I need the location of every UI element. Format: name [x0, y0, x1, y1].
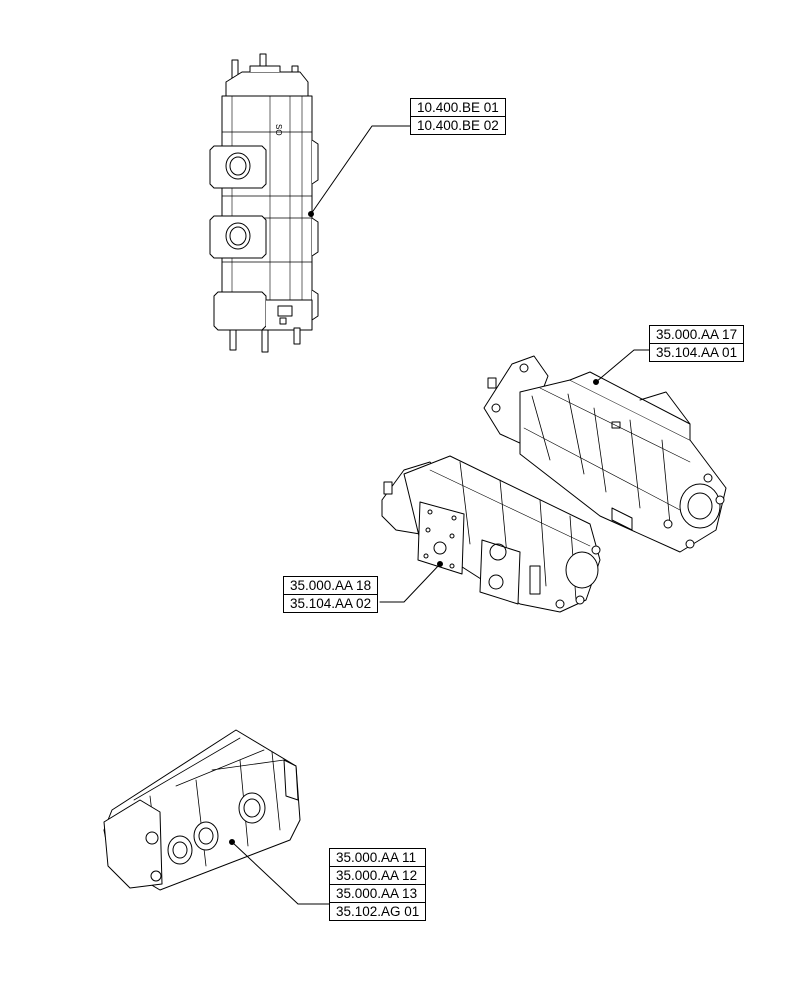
callout-ref-link[interactable]: 10.400.BE 01: [417, 100, 499, 115]
callout-ref-link[interactable]: 35.102.AG 01: [330, 902, 426, 920]
leader-dot-pump-3: [437, 561, 443, 567]
callout-ref-link[interactable]: 35.000.AA 17: [656, 327, 738, 342]
svg-text:SO: SO: [274, 124, 283, 136]
triple-pump-bottom-drawing: [103, 729, 301, 891]
callout-ref-link[interactable]: 35.000.AA 13: [330, 884, 426, 902]
leader-line-pump-3: [379, 563, 441, 603]
triple-pump-flange-drawing: [381, 455, 601, 613]
triple-pump-right-drawing: [483, 355, 727, 553]
callout-ref-link[interactable]: 35.104.AA 02: [284, 594, 378, 612]
vertical-tandem-pump-drawing: SO: [209, 53, 319, 353]
leader-dot-pump-2: [593, 379, 599, 385]
leader-line-pump-1: [310, 125, 411, 215]
leader-dot-pump-1: [308, 211, 314, 217]
callout-ref-link[interactable]: 35.000.AA 12: [330, 866, 426, 884]
leader-line-pump-2: [595, 349, 651, 383]
leader-line-pump-4: [231, 841, 331, 905]
callout-ref-link[interactable]: 35.000.AA 11: [336, 850, 417, 865]
callout-table-pump-2: 35.000.AA 17 35.104.AA 01: [649, 325, 745, 362]
callout-ref-link[interactable]: 35.000.AA 18: [290, 578, 372, 593]
callout-ref-link[interactable]: 35.104.AA 01: [650, 343, 744, 361]
callout-table-pump-3: 35.000.AA 18 35.104.AA 02: [283, 576, 379, 613]
callout-table-pump-4: 35.000.AA 11 35.000.AA 12 35.000.AA 13 3…: [329, 848, 427, 921]
callout-table-pump-1: 10.400.BE 01 10.400.BE 02: [410, 98, 506, 135]
callout-ref-link[interactable]: 10.400.BE 02: [411, 116, 505, 134]
leader-dot-pump-4: [229, 839, 235, 845]
